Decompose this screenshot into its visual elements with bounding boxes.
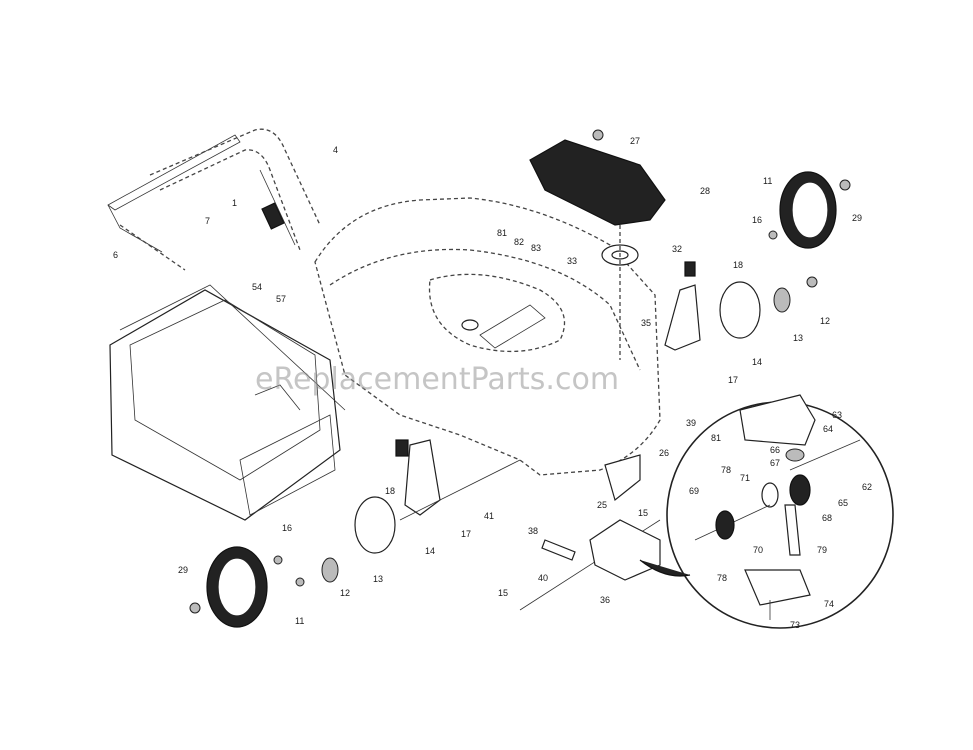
callout-83: 83 — [531, 243, 542, 253]
callout-27: 27 — [630, 136, 641, 146]
callout-15: 15 — [638, 508, 649, 518]
callout-1: 1 — [232, 198, 238, 208]
callout-32: 32 — [672, 244, 683, 254]
callout-4: 4 — [333, 145, 339, 155]
callout-26: 26 — [659, 448, 670, 458]
callout-13: 13 — [793, 333, 804, 343]
drive-axle — [399, 454, 661, 611]
callout-81-detail: 81 — [711, 433, 722, 443]
callout-39: 39 — [686, 418, 697, 428]
left-drive-parts — [189, 439, 441, 628]
callout-29-left: 29 — [178, 565, 189, 575]
callout-6: 6 — [113, 250, 119, 260]
callout-18: 18 — [733, 260, 744, 270]
callout-15-lower: 15 — [498, 588, 509, 598]
callout-11: 11 — [763, 176, 773, 186]
callout-12: 12 — [820, 316, 831, 326]
handle-assembly — [107, 128, 321, 271]
callout-67: 67 — [770, 458, 781, 468]
callout-68: 68 — [822, 513, 833, 523]
callout-69: 69 — [689, 486, 700, 496]
grass-bag — [109, 284, 346, 521]
callout-13-left: 13 — [373, 574, 384, 584]
right-drive-parts — [664, 261, 818, 351]
callout-14-left: 14 — [425, 546, 436, 556]
callout-70: 70 — [753, 545, 764, 555]
callout-33: 33 — [567, 256, 578, 266]
callout-36: 36 — [600, 595, 611, 605]
callout-74: 74 — [824, 599, 835, 609]
callout-17: 17 — [728, 375, 739, 385]
callout-14: 14 — [752, 357, 763, 367]
callout-16-left: 16 — [282, 523, 293, 533]
callout-18-left: 18 — [385, 486, 396, 496]
callout-41: 41 — [484, 511, 495, 521]
callout-78: 78 — [721, 465, 732, 475]
transmission-detail — [639, 394, 894, 629]
wheel-upper-right — [768, 171, 851, 249]
callout-81: 81 — [497, 228, 508, 238]
callout-17-left: 17 — [461, 529, 472, 539]
callout-79: 79 — [817, 545, 828, 555]
callout-25: 25 — [597, 500, 608, 510]
callout-16: 16 — [752, 215, 763, 225]
callout-64: 64 — [823, 424, 834, 434]
callout-11-left: 11 — [295, 616, 305, 626]
callout-66: 66 — [770, 445, 781, 455]
callout-12-left: 12 — [340, 588, 351, 598]
callout-71: 71 — [740, 473, 751, 483]
callout-40: 40 — [538, 573, 549, 583]
callout-38: 38 — [528, 526, 539, 536]
callout-7: 7 — [205, 216, 211, 226]
pulley — [601, 225, 639, 360]
callout-65: 65 — [838, 498, 849, 508]
callout-78-lower: 78 — [717, 573, 728, 583]
callout-28: 28 — [700, 186, 711, 196]
callout-29: 29 — [852, 213, 863, 223]
rear-cover — [529, 129, 666, 226]
mower-deck — [314, 197, 661, 476]
callout-63: 63 — [832, 410, 843, 420]
callout-62: 62 — [862, 482, 873, 492]
callout-57: 57 — [276, 294, 287, 304]
watermark: eReplacementParts.com — [255, 362, 620, 397]
callout-73: 73 — [790, 620, 801, 630]
callout-54: 54 — [252, 282, 263, 292]
callout-35: 35 — [641, 318, 652, 328]
callout-82: 82 — [514, 237, 525, 247]
